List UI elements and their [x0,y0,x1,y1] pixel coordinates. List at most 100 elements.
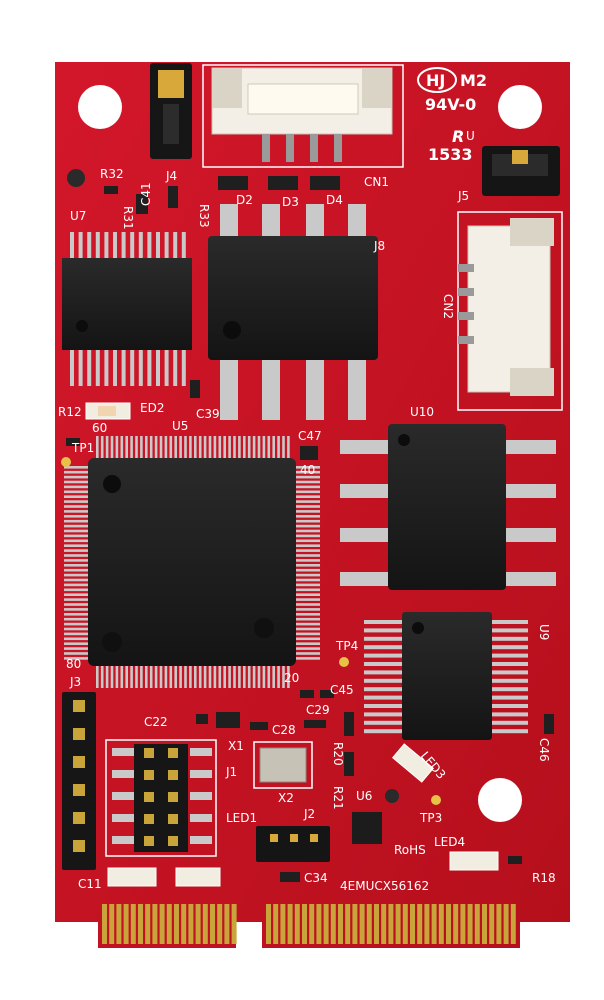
chip-pin [169,666,173,688]
chip-pin [189,666,192,688]
chip-pin [208,666,212,688]
header-pin [73,728,85,740]
logo-text: HJ [426,71,445,90]
chip-pin [121,350,126,386]
label-r12: R12 [58,405,82,419]
gold-finger [402,904,408,944]
chip-pin [64,524,88,528]
chip-pin [238,666,241,688]
gold-finger [224,904,230,944]
gold-finger [138,904,143,944]
smd-part [544,714,554,734]
chip-pin [64,480,88,484]
chip-pin [64,544,88,547]
chip-pin [169,436,173,458]
chip-pin [120,666,124,688]
gold-finger [467,904,473,944]
gold-finger [510,904,516,944]
chip-pin [296,608,320,611]
label-u7: U7 [70,209,86,223]
label-u5: U5 [172,419,188,433]
chip-pin [257,666,261,688]
chip-pin [243,436,246,458]
chip-pin [138,350,143,386]
gold-finger [152,904,158,944]
smd-part [216,712,240,728]
label-cn2: CN2 [441,294,455,319]
chip-pin [306,204,324,238]
chip-pin [173,232,178,260]
gold-finger [410,904,415,944]
header-pin [73,756,85,768]
mounting-hole-top-left [78,85,122,129]
gold-finger [181,904,187,944]
header-pin [190,748,212,756]
label-j3: J3 [69,675,81,689]
chip-pin [213,436,217,458]
chip-pin [121,232,126,260]
label-ed2: ED2 [140,401,164,415]
chip-pin [296,529,320,533]
chip-pin [64,627,88,631]
header-pin [73,700,85,712]
chip-pin [296,510,320,513]
label-d4: D4 [326,193,343,207]
chip-pin [174,436,177,458]
chip-pin [64,613,88,616]
rating-text: 94V-0 [425,95,476,114]
chip-pin [64,652,88,655]
chip-pin [135,666,138,688]
chip-pin [140,436,143,458]
chip-pin [203,436,207,458]
label-led1: LED1 [226,811,257,825]
gold-finger [438,904,444,944]
ul-logo: R U [452,127,475,146]
chip-pin [492,729,528,734]
chip-pin [348,204,366,238]
label-60: 60 [92,421,107,435]
chip-pin [149,436,153,458]
chip-pin [70,232,74,260]
gold-finger [109,904,115,944]
chip-pin [96,666,99,688]
jumper-j4 [150,63,192,159]
smd-part [218,176,248,190]
gold-finger [174,904,179,944]
chip-pin [145,436,148,458]
gold-finger [145,904,151,944]
chip-pin [64,466,88,469]
header-j1 [105,739,217,857]
chip-pin [64,485,88,489]
chip-pin [243,666,246,688]
chip-pin [364,704,402,708]
header-pin [144,792,154,802]
chip-pin [492,628,528,633]
gold-finger [202,904,208,944]
chip-pin [64,510,88,513]
testpoint-tp4 [339,657,349,667]
chip-pin [262,436,266,458]
svg-text:U: U [466,129,475,143]
chip-pin [223,666,226,688]
gold-finger [116,904,122,944]
jumper-j2 [256,826,330,862]
header-pin [144,836,154,846]
chip-pin [130,666,133,688]
chip-pin [296,657,320,660]
chip-pin [147,350,152,386]
chip-pin [64,475,88,479]
label-c47: C47 [298,429,322,443]
chip-pin [296,524,320,528]
chip-pin [364,620,402,624]
chip-pin [184,436,187,458]
chip-pin [64,637,88,641]
chip-pin [287,666,290,688]
gold-finger [287,904,293,944]
logo-suffix: M2 [460,71,487,90]
label-80: 80 [66,657,81,671]
label-tp1: TP1 [71,441,94,455]
chip-u10 [340,424,556,590]
cap-c11 [107,867,157,887]
label-c28: C28 [272,723,296,737]
